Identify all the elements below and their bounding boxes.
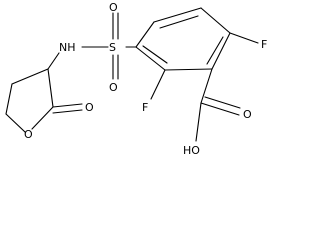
fluorine-label-bottom: F bbox=[142, 101, 148, 114]
ring-double-bond bbox=[206, 36, 224, 65]
carbonyl-oxygen-label: O bbox=[85, 101, 94, 114]
fluorine-bottom-bond bbox=[150, 69, 166, 100]
sulfonyl-oxygen-top-label: O bbox=[109, 1, 118, 14]
acid-oxygen-label: O bbox=[243, 108, 252, 121]
ring-double-bond bbox=[142, 45, 168, 64]
acid-hydroxyl-bond bbox=[195, 102, 202, 142]
ring-bond bbox=[153, 7, 202, 23]
ring-oxygen-label: O bbox=[24, 128, 33, 141]
molecule-diagram: F F S O O NH O O O HO bbox=[5, 1, 267, 157]
ring-double-bond bbox=[159, 15, 199, 29]
lactone-bond bbox=[31, 106, 54, 130]
fluorine-top-bond bbox=[229, 32, 259, 44]
lactone-carbonyl-bond bbox=[52, 103, 83, 108]
sulfur-label: S bbox=[109, 41, 116, 54]
lactone-bond bbox=[47, 68, 54, 108]
lactone-bond bbox=[5, 83, 13, 115]
lactone-bond bbox=[5, 113, 26, 133]
sulfonyl-oxygen-bottom-label: O bbox=[109, 81, 118, 94]
benzene-ring bbox=[135, 7, 231, 71]
acid-carbonyl-bond bbox=[200, 102, 240, 116]
ring-bond bbox=[135, 21, 155, 48]
acid-carbonyl-double-bond bbox=[204, 96, 241, 109]
lactone-bond bbox=[11, 68, 49, 85]
hydroxyl-label: HO bbox=[183, 144, 200, 157]
amine-label: NH bbox=[59, 41, 76, 54]
ring-bond bbox=[211, 32, 231, 70]
ring-bond bbox=[135, 46, 166, 71]
ring-bond bbox=[200, 7, 231, 34]
amine-ring-bond bbox=[47, 52, 60, 70]
acid-carbon-bond bbox=[200, 68, 213, 104]
structure-canvas: F F S O O NH O O O HO bbox=[5, 1, 268, 157]
lactone-carbonyl-double-bond bbox=[52, 109, 83, 114]
fluorine-label-top: F bbox=[261, 38, 267, 51]
ring-bond bbox=[164, 68, 213, 71]
